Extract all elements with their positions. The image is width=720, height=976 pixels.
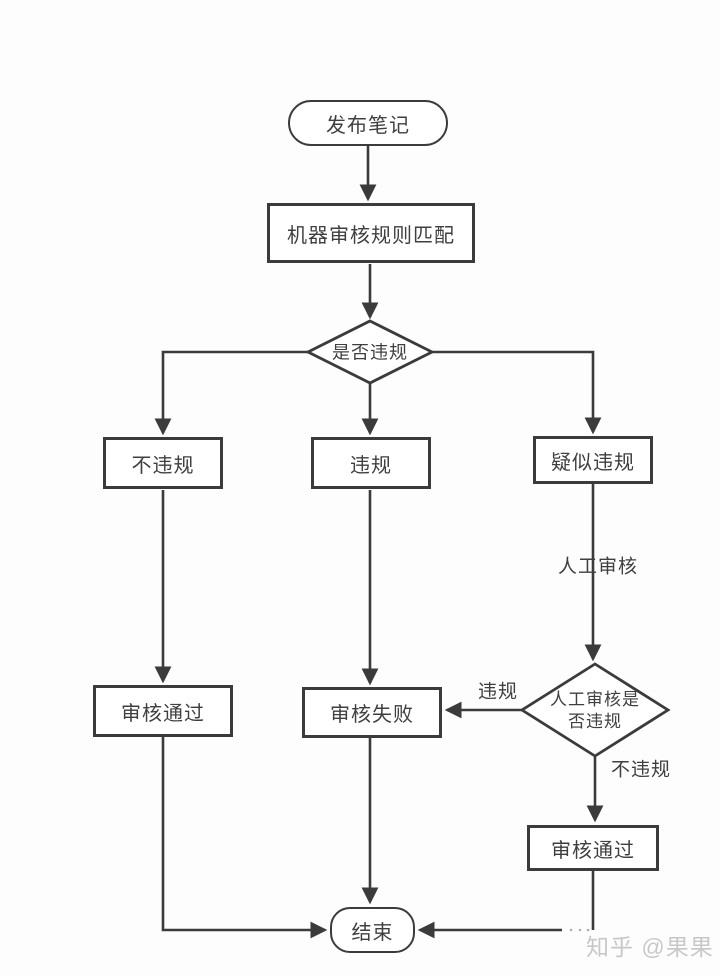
manual-review-decision-shape — [519, 662, 671, 758]
manual-review-edge-label: 人工审核 — [557, 556, 639, 578]
violation-decision-label: 是否违规 — [332, 342, 408, 363]
manual-review-decision-label: 人工审核是否违规 — [550, 689, 640, 731]
no-violation-node: 不违规 — [103, 437, 223, 489]
edge-decision-to-suspected — [432, 350, 602, 435]
watermark: 知乎 @果果 — [586, 934, 714, 960]
review-failed-node: 审核失败 — [302, 687, 442, 738]
review-passed-right-node: 审核通过 — [527, 825, 659, 871]
suspected-violation-node: 疑似违规 — [533, 436, 653, 484]
violation-decision-shape — [304, 319, 436, 385]
line-artifact-dots — [569, 928, 590, 932]
violation-node: 违规 — [311, 437, 431, 489]
no-violation-edge-label: 不违规 — [610, 759, 672, 781]
machine-review-node: 机器审核规则匹配 — [267, 203, 475, 263]
violation-edge-label: 违规 — [477, 681, 519, 703]
end-node: 结束 — [330, 907, 415, 953]
review-passed-left-node: 审核通过 — [93, 685, 233, 737]
start-node: 发布笔记 — [288, 100, 448, 146]
edge-passed-left-to-end — [161, 737, 328, 939]
edge-decision-to-no-violation — [154, 350, 308, 436]
